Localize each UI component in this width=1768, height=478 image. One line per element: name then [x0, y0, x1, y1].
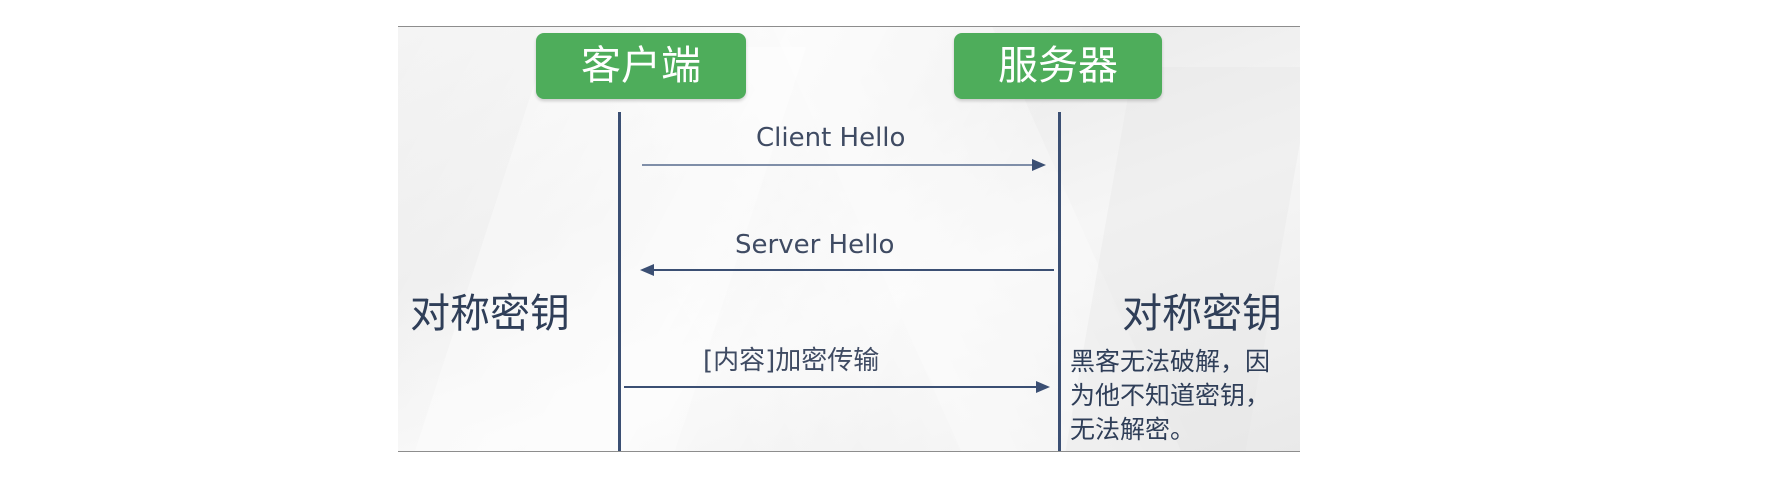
participant-client: 客户端	[536, 33, 746, 99]
client-symmetric-key-label: 对称密钥	[410, 291, 570, 337]
encrypted-transfer-arrow	[624, 381, 1050, 393]
server-note: 黑客无法破解，因为他不知道密钥，无法解密。	[1070, 347, 1271, 444]
server-hello-arrow	[640, 264, 1054, 276]
client-hello-arrow	[642, 159, 1046, 171]
sequence-diagram: 客户端 服务器 Client Hello Server Hello [内容]加密…	[398, 26, 1300, 452]
message-label-encrypted-transfer: [内容]加密传输	[703, 346, 880, 376]
server-symmetric-key-label: 对称密钥	[1122, 291, 1282, 337]
message-label-server-hello: Server Hello	[735, 230, 895, 260]
message-arrows	[624, 159, 1054, 393]
client-lifeline	[618, 112, 621, 451]
participant-server: 服务器	[954, 33, 1162, 99]
server-lifeline	[1058, 112, 1061, 451]
message-label-client-hello: Client Hello	[756, 123, 906, 153]
